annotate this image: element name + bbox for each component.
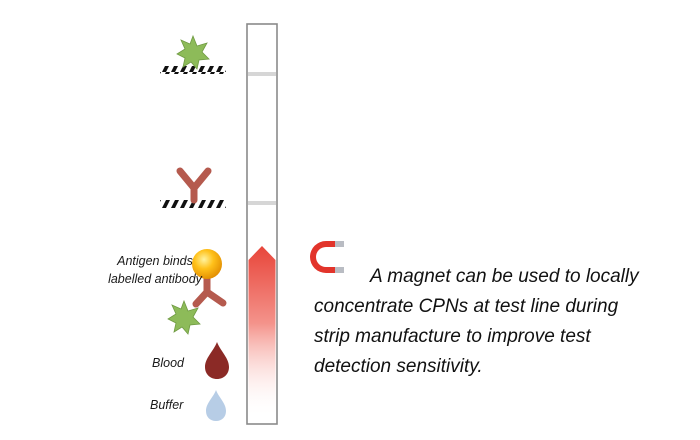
caption-text: A magnet can be used to locally concentr…: [314, 262, 684, 382]
control-line-capture: [160, 34, 226, 74]
antigen-label-line2: labelled antibody: [108, 272, 202, 286]
sample-flow-front: [248, 246, 276, 418]
control-line: [248, 72, 276, 76]
caption-line-1: A magnet can be used to locally: [370, 266, 639, 287]
labelled-antibody-complex: [167, 249, 227, 335]
caption-line-2: concentrate CPNs at test line during: [314, 296, 619, 317]
gold-particle-icon: [192, 249, 222, 279]
blood-drop-icon: [205, 342, 229, 379]
antibody-y-icon: [176, 167, 212, 204]
buffer-drop-icon: [206, 390, 226, 421]
caption-line-4: detection sensitivity.: [314, 356, 483, 377]
control-hatch-bar: [160, 66, 226, 74]
buffer-label: Buffer: [150, 398, 184, 412]
star-antigen-icon: [176, 34, 210, 70]
test-hatch-bar: [160, 200, 226, 208]
star-antigen-bound-icon: [167, 299, 201, 335]
antigen-binds-label: Antigen binds labelled antibody: [80, 252, 230, 288]
blood-label: Blood: [152, 356, 184, 370]
test-line-capture: [160, 167, 226, 208]
antigen-label-line1: Antigen binds: [117, 254, 193, 268]
conjugate-antibody-icon: [192, 274, 227, 308]
magnet-icon: [310, 241, 344, 273]
test-line: [248, 201, 276, 205]
test-strip: [246, 23, 278, 425]
caption-line-3: strip manufacture to improve test: [314, 326, 591, 347]
